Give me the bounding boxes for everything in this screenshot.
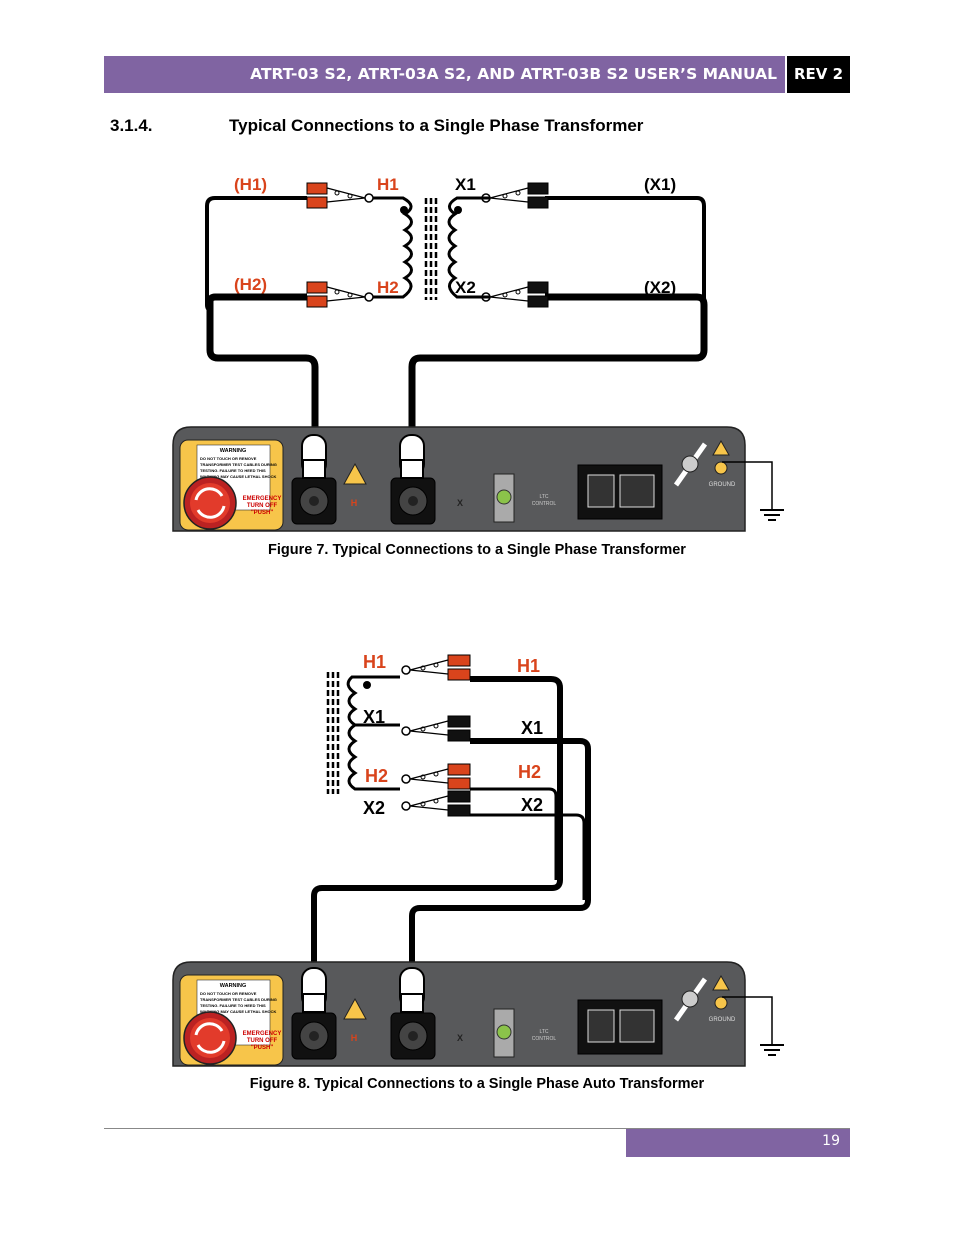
warning-line-3: TESTING. FAILURE TO HEED THIS [200,1003,266,1008]
label-h1-right: H1 [517,656,540,676]
figure-7-caption: Figure 7. Typical Connections to a Singl… [268,542,686,558]
auto-transformer-symbol [326,672,400,794]
ltc-line-2: CONTROL [532,501,557,507]
h1-clip [306,182,374,209]
figure-7-diagram: (H1) H1 X1 (X1) (H2) H2 X2 (X2) WARNING … [172,175,784,532]
emergency-stop-button[interactable] [183,1011,237,1065]
x2-clip [401,790,471,817]
high-voltage-icon [343,462,367,485]
label-x1: X1 [455,175,476,194]
x1-clip [481,182,549,209]
label-x2: X2 [455,278,476,297]
instrument-panel: WARNING DO NOT TOUCH OR REMOVE TRANSFORM… [172,426,746,532]
transformer-symbol [373,196,490,300]
figure-8-caption: Figure 8. Typical Connections to a Singl… [249,1076,705,1092]
footer-rule [104,1128,850,1129]
ltc-control-connector[interactable] [493,473,515,523]
high-voltage-icon [343,997,367,1020]
x-connector[interactable] [390,434,436,525]
figure-8-diagram: H1 H1 X1 X1 H2 H2 X2 X2 WARNING DO NOT T… [172,652,784,1067]
ground-label: GROUND [709,1017,736,1023]
ground-terminal[interactable] [673,977,708,1022]
ltc-line-2: CONTROL [532,1036,557,1042]
h-label: H [351,1033,358,1043]
ground-icon [714,996,728,1010]
warning-line-4: WARNING MAY CAUSE LETHAL SHOCK [200,1009,276,1014]
x-label: X [457,1033,463,1043]
label-h2: H2 [377,278,399,297]
ltc-line-1: LTC [539,494,548,500]
h-connector[interactable] [291,434,337,525]
h1-clip [401,654,471,681]
ground-terminal[interactable] [673,442,708,487]
warning-title: WARNING [220,448,247,454]
warning-line-3: TESTING. FAILURE TO HEED THIS [200,468,266,473]
label-h2-left: H2 [365,766,388,786]
label-h1-outer: (H1) [234,175,267,194]
emergency-stop-button[interactable] [183,476,237,530]
warning-line-1: DO NOT TOUCH OR REMOVE [200,456,257,461]
label-h1: H1 [377,175,399,194]
estop-line-2: TURN OFF [247,1038,278,1044]
warning-line-2: TRANSFORMER TEST CABLES DURING [200,997,277,1002]
x2-clip [481,281,549,308]
instrument-panel: WARNING DO NOT TOUCH OR REMOVE TRANSFORM… [172,961,746,1067]
label-x2-outer: (X2) [644,278,676,297]
estop-line-1: EMERGENCY [243,496,282,502]
label-h2-outer: (H2) [234,275,267,294]
label-h1-left: H1 [363,652,386,672]
page-header: ATRT-03 S2, ATRT-03A S2, AND ATRT-03B S2… [104,56,850,93]
estop-line-3: "PUSH" [251,510,274,516]
h2-clip [306,281,374,308]
manual-title: ATRT-03 S2, ATRT-03A S2, AND ATRT-03B S2… [104,56,785,93]
ground-label: GROUND [709,482,736,488]
ground-icon [714,461,728,475]
x-connector[interactable] [390,967,436,1060]
warning-line-1: DO NOT TOUCH OR REMOVE [200,991,257,996]
caution-icon [712,974,730,991]
ltc-line-1: LTC [539,1029,548,1035]
warning-line-2: TRANSFORMER TEST CABLES DURING [200,462,277,467]
label-x2-right: X2 [521,795,543,815]
warning-line-4: WARNING MAY CAUSE LETHAL SHOCK [200,474,276,479]
estop-line-3: "PUSH" [251,1045,274,1051]
h-label: H [351,498,358,508]
ltc-control-connector[interactable] [493,1008,515,1058]
section-title: Typical Connections to a Single Phase Tr… [229,116,644,135]
section-number: 3.1.4. [110,116,153,135]
power-inlet[interactable] [577,464,663,520]
estop-line-1: EMERGENCY [243,1031,282,1037]
x1-clip [401,715,471,742]
warning-title: WARNING [220,983,247,989]
label-x1-left: X1 [363,707,385,727]
label-x1-outer: (X1) [644,175,676,194]
caution-icon [712,439,730,456]
revision-badge: REV 2 [787,56,850,93]
power-inlet[interactable] [577,999,663,1055]
h2-clip [401,763,471,790]
h-connector[interactable] [291,967,337,1060]
label-x1-right: X1 [521,718,543,738]
x-label: X [457,498,463,508]
estop-line-2: TURN OFF [247,503,278,509]
label-x2-left: X2 [363,798,385,818]
label-h2-right: H2 [518,762,541,782]
page-number: 19 [626,1129,850,1157]
